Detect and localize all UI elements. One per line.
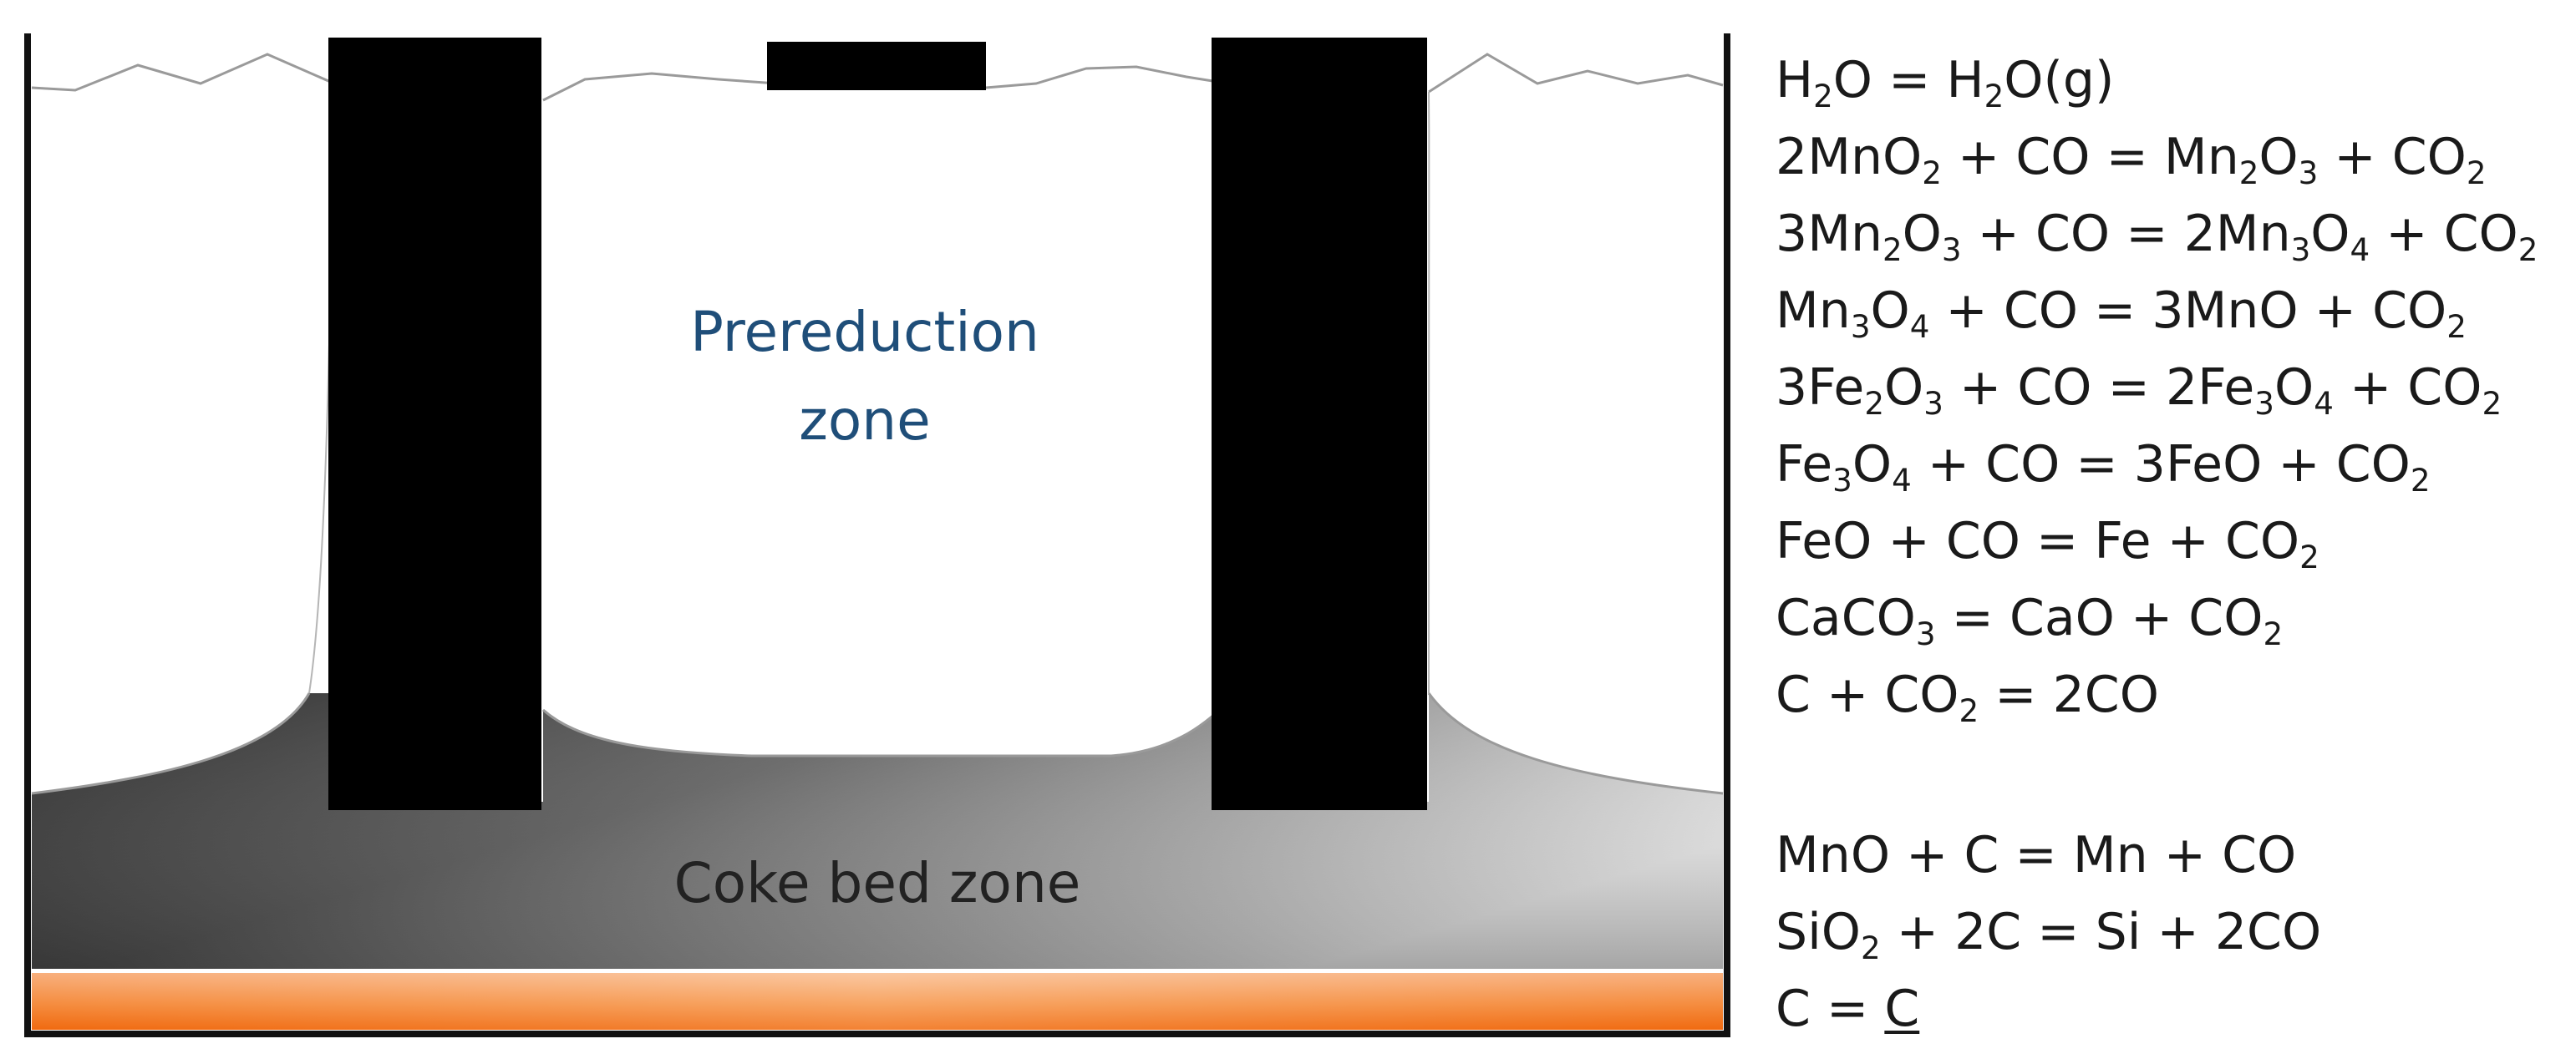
reaction-equation: C = C	[1776, 980, 1920, 1038]
prereduction-zone-label-line1: Prereduction	[690, 300, 1039, 364]
reaction-equation: H2O = H2O(g)	[1776, 51, 2115, 114]
electrode-right	[1212, 38, 1427, 810]
reaction-equation: MnO + C = Mn + CO	[1776, 826, 2297, 884]
furnace-shell	[24, 33, 1730, 1037]
reaction-equation: SiO2 + 2C = Si + 2CO	[1776, 903, 2322, 966]
coke-bed-boundary	[31, 692, 1724, 795]
reaction-equation: 2MnO2 + CO = Mn2O3 + CO2	[1776, 128, 2487, 191]
reaction-equation: Fe3O4 + CO = 3FeO + CO2	[1776, 435, 2431, 499]
molten-metal-highlight	[32, 973, 1723, 1030]
reaction-equation: Mn3O4 + CO = 3MnO + CO2	[1776, 281, 2467, 345]
electrode-left	[328, 38, 541, 810]
electrode-center	[767, 42, 986, 90]
reaction-group-gap	[1776, 733, 2538, 817]
coke-bed-zone-label: Coke bed zone	[674, 851, 1081, 915]
reaction-equation: CaCO3 = CaO + CO2	[1776, 589, 2284, 652]
prereduction-zone-label-line2: zone	[799, 388, 930, 453]
reaction-equation: 3Mn2O3 + CO = 2Mn3O4 + CO2	[1776, 205, 2538, 268]
reaction-list: H2O = H2O(g) 2MnO2 + CO = Mn2O3 + CO2 3Mn2…	[1776, 42, 2538, 1047]
reaction-equation: 3Fe2O3 + CO = 2Fe3O4 + CO2	[1776, 358, 2502, 422]
reaction-equation: C + CO2 = 2CO	[1776, 666, 2159, 729]
coke-bed-shade	[32, 693, 1723, 969]
prereduction-wall-right	[1428, 91, 1431, 694]
reaction-equation: FeO + CO = Fe + CO2	[1776, 512, 2319, 575]
furnace-diagram: Prereduction zone Coke bed zone	[24, 33, 1730, 1037]
